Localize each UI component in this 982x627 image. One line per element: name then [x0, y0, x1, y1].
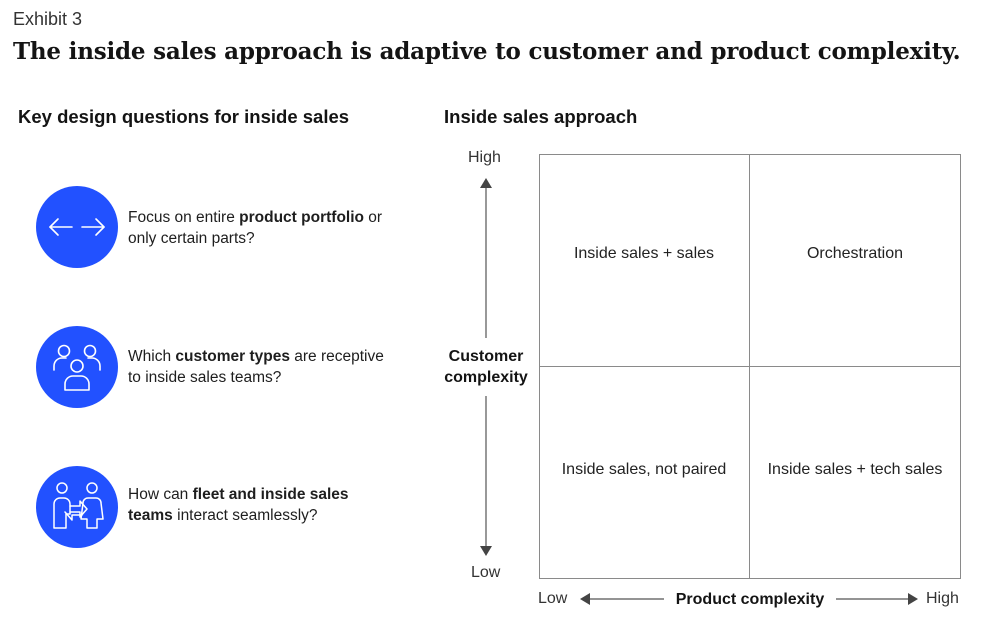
y-axis-low-label: Low: [471, 564, 501, 581]
cell-bottom-left: Inside sales, not paired: [561, 461, 727, 478]
y-axis-high-label: High: [468, 149, 501, 166]
page-title: The inside sales approach is adaptive to…: [13, 38, 961, 65]
right-section-title: Inside sales approach: [444, 106, 638, 127]
x-axis-arrow: [580, 593, 918, 605]
x-axis-title: Product complexity: [675, 591, 825, 608]
y-axis-arrow: [480, 178, 492, 556]
x-axis-low-label: Low: [538, 590, 568, 607]
question-1: Focus on entire product portfolio or onl…: [128, 209, 383, 247]
team-interaction-icon: [36, 466, 118, 548]
customer-group-icon: [36, 326, 118, 408]
exhibit-label: Exhibit 3: [13, 9, 83, 29]
question-2: Which customer types are receptive to in…: [128, 348, 384, 386]
cell-top-left: Inside sales + sales: [573, 245, 715, 262]
cell-top-right: Orchestration: [806, 245, 904, 262]
matrix-divider-horizontal: [539, 366, 961, 367]
question-3: How can fleet and inside sales teams int…: [128, 486, 349, 524]
x-axis-high-label: High: [926, 590, 959, 607]
cell-bottom-right: Inside sales + tech sales: [767, 461, 943, 478]
arrows-left-right-icon: [36, 186, 118, 268]
left-section-title: Key design questions for inside sales: [18, 106, 350, 127]
y-axis-title: Customer complexity: [444, 348, 528, 386]
